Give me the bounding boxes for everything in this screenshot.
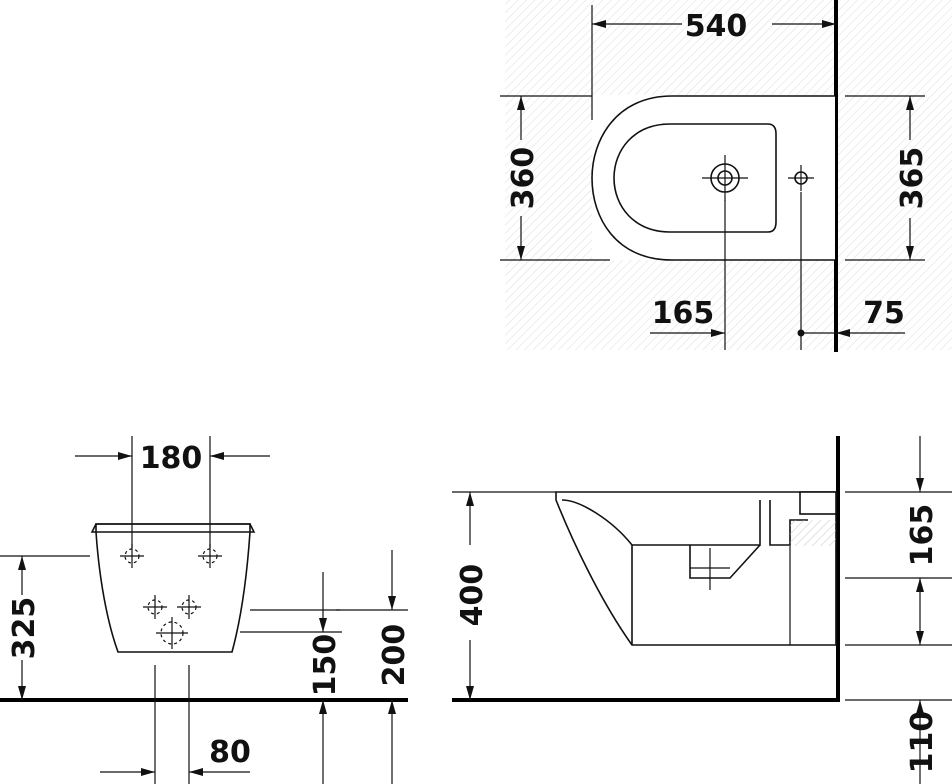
fixing-holes-front xyxy=(120,544,222,649)
dim-200: 200 xyxy=(377,624,412,687)
dim-540: 540 xyxy=(685,9,748,44)
dim-80: 80 xyxy=(209,735,251,770)
dim-165-side: 165 xyxy=(905,504,940,567)
dim-110: 110 xyxy=(905,711,940,774)
bidet-top-bowl xyxy=(613,123,777,233)
dim-165-top: 165 xyxy=(652,296,715,331)
fixing-hole-symbol xyxy=(788,165,814,191)
dim-365: 365 xyxy=(895,147,930,210)
dim-360: 360 xyxy=(506,147,541,210)
dim-180: 180 xyxy=(140,441,203,476)
dim-400: 400 xyxy=(455,564,490,627)
dim-75-top: 75 xyxy=(863,296,905,331)
dim-325: 325 xyxy=(7,597,42,660)
front-view: 180 325 150 200 80 xyxy=(0,436,412,784)
wall-hatch-top-right xyxy=(838,0,952,350)
dim-150: 150 xyxy=(308,634,343,697)
tap-hole-symbol xyxy=(702,155,748,201)
side-view: 400 165 110 xyxy=(452,436,952,784)
top-view: 540 360 365 165 75 xyxy=(500,0,952,352)
